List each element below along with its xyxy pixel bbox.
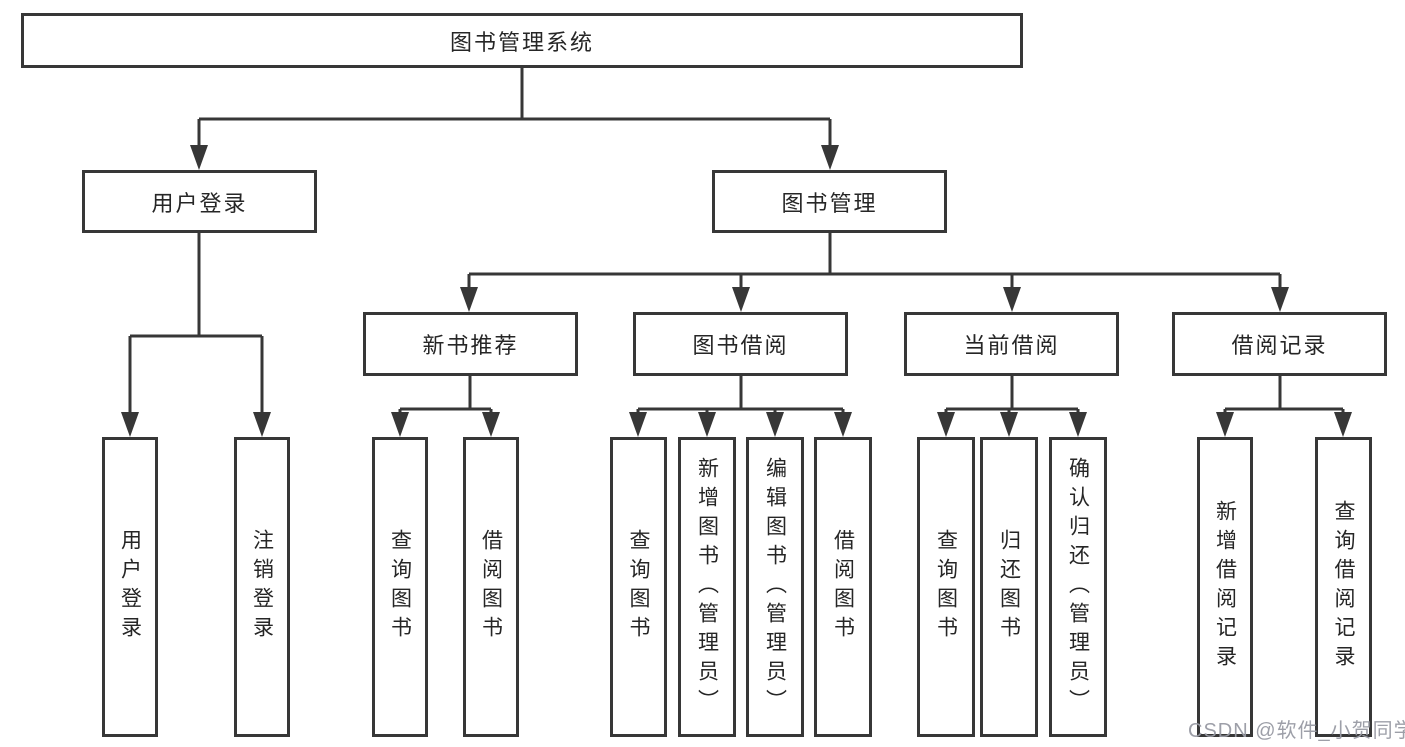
leaf-return-books: 归还图书 [980, 437, 1038, 737]
leaf-label: 编辑图书（管理员） [763, 456, 787, 718]
leaf-edit-books-admin: 编辑图书（管理员） [746, 437, 804, 737]
leaf-label: 查询图书 [627, 529, 650, 645]
leaf-label: 确认归还（管理员） [1066, 456, 1090, 718]
node-label: 图书管理 [781, 190, 878, 216]
node-user-login-branch: 用户登录 [82, 170, 317, 233]
leaf-label: 查询图书 [388, 529, 412, 645]
leaf-label: 借阅图书 [479, 529, 503, 645]
leaf-confirm-return-admin: 确认归还（管理员） [1049, 437, 1107, 737]
leaf-query-books-current: 查询图书 [917, 437, 975, 737]
node-label: 当前借阅 [963, 333, 1060, 358]
node-label: 新书推荐 [422, 333, 519, 358]
node-book-management-branch: 图书管理 [712, 170, 947, 233]
leaf-label: 用户登录 [118, 529, 142, 645]
watermark: CSDN @软件_小贺同学 [1188, 720, 1405, 742]
leaf-add-borrow-record: 新增借阅记录 [1197, 437, 1253, 737]
arrowheads [121, 145, 1352, 437]
leaf-label: 注销登录 [250, 529, 274, 645]
node-current-borrow: 当前借阅 [904, 312, 1119, 376]
node-book-borrow: 图书借阅 [633, 312, 848, 376]
node-label: 用户登录 [151, 190, 248, 216]
leaf-query-books-recommend: 查询图书 [372, 437, 428, 737]
node-label: 图书借阅 [692, 333, 789, 358]
leaf-label: 借阅图书 [831, 529, 855, 645]
leaf-user-login: 用户登录 [102, 437, 158, 737]
node-new-book-recommend: 新书推荐 [363, 312, 578, 376]
leaf-query-books-borrow: 查询图书 [610, 437, 667, 737]
leaf-label: 查询图书 [934, 529, 958, 645]
leaf-add-books-admin: 新增图书（管理员） [678, 437, 736, 737]
node-label: 借阅记录 [1231, 333, 1328, 358]
node-root-system: 图书管理系统 [21, 13, 1023, 68]
leaf-borrow-books-recommend: 借阅图书 [463, 437, 519, 737]
leaf-label: 新增图书（管理员） [695, 456, 719, 718]
leaf-label: 新增借阅记录 [1213, 500, 1237, 674]
leaf-label: 归还图书 [997, 529, 1021, 645]
leaf-label: 查询借阅记录 [1332, 500, 1355, 674]
leaf-logout: 注销登录 [234, 437, 290, 737]
leaf-query-borrow-record: 查询借阅记录 [1315, 437, 1372, 737]
node-root-label: 图书管理系统 [449, 29, 594, 55]
node-borrow-records: 借阅记录 [1172, 312, 1387, 376]
leaf-borrow-books: 借阅图书 [814, 437, 872, 737]
